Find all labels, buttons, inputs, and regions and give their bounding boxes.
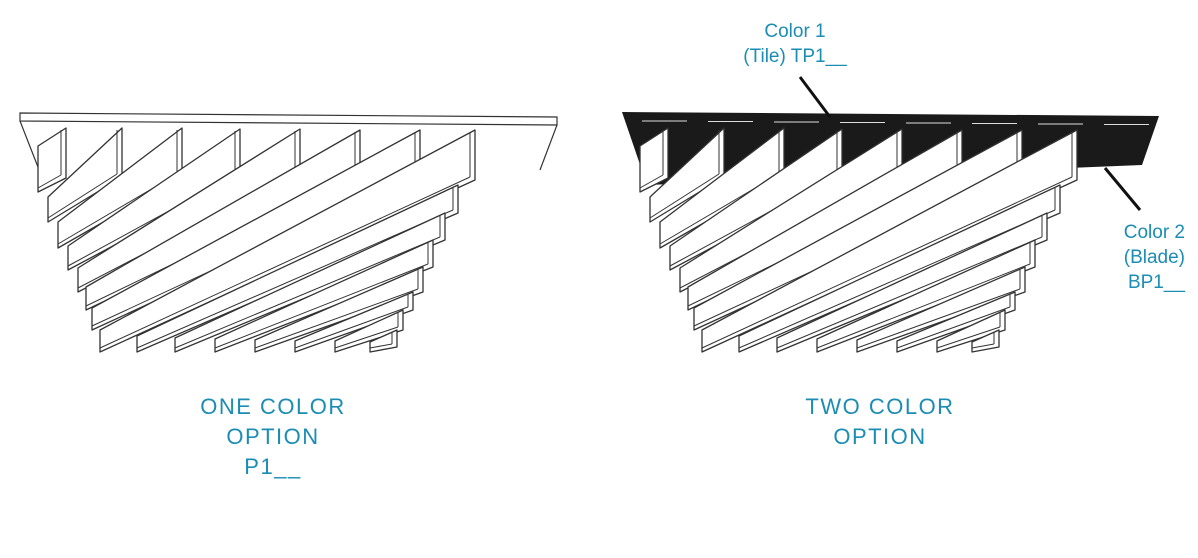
two-color-label: TWO COLOR OPTION [780, 392, 980, 452]
blade [738, 184, 1061, 353]
blade-bevel [369, 343, 393, 349]
blade-bevel [816, 263, 1031, 349]
one-color-code: P1__ [244, 454, 302, 479]
blade-color-callout: Color 2 (Blade) BP1__ [1085, 220, 1185, 295]
blade [701, 129, 1078, 353]
tile-color-callout: Color 1 (Tile) TP1__ [715, 19, 875, 69]
blade [254, 266, 424, 353]
two-color-line2: OPTION [833, 424, 927, 449]
blade [67, 128, 241, 271]
blade-bevel [254, 288, 419, 349]
blade [37, 127, 67, 193]
tile-callout-line1: Color 1 [764, 21, 826, 42]
tile-leader-line [798, 76, 832, 118]
blade [57, 127, 183, 249]
tile-side-right [539, 124, 558, 171]
blade-leader-line [1103, 167, 1142, 211]
two-color-line1: TWO COLOR [805, 394, 955, 419]
blade-bevel [639, 174, 664, 189]
blade [816, 239, 1036, 353]
blade-callout-line1: Color 2 [1123, 222, 1185, 243]
tile-edge [19, 112, 558, 126]
one-color-ceiling-drawing [19, 112, 558, 353]
blade [334, 309, 404, 353]
blade-bevel [334, 326, 399, 349]
blade [659, 127, 785, 249]
blade [47, 127, 123, 223]
blade-bevel [896, 306, 1011, 349]
blade [136, 184, 459, 353]
blade-bevel [936, 326, 1001, 349]
blade [776, 212, 1048, 353]
blade [214, 239, 434, 353]
one-color-label: ONE COLOR OPTION P1__ [173, 392, 373, 482]
blade-bevel [856, 288, 1021, 349]
blade [679, 128, 903, 293]
one-color-line1: ONE COLOR [200, 394, 346, 419]
blade-bevel [99, 176, 471, 349]
blade-bevel [47, 173, 118, 219]
tile-callout-line2: (Tile) TP1__ [743, 46, 847, 67]
blade [936, 309, 1006, 353]
blade-callout-line3: BP1__ [1127, 272, 1185, 293]
blade-bevel [649, 173, 720, 219]
blade [174, 212, 446, 353]
one-color-line2: OPTION [226, 424, 320, 449]
blade [669, 128, 843, 271]
blade [649, 127, 725, 223]
blade [77, 128, 301, 293]
blade-bevel [174, 236, 441, 349]
blade-bevel [294, 306, 409, 349]
two-color-ceiling-drawing [622, 112, 1159, 353]
blade-bevel [776, 236, 1043, 349]
blade [856, 266, 1026, 353]
blade-bevel [37, 174, 62, 189]
blade-bevel [214, 263, 429, 349]
blade-bevel [971, 343, 995, 349]
blade [99, 129, 476, 353]
blade-bevel [701, 176, 1073, 349]
blade-callout-line2: (Blade) [1123, 247, 1185, 268]
